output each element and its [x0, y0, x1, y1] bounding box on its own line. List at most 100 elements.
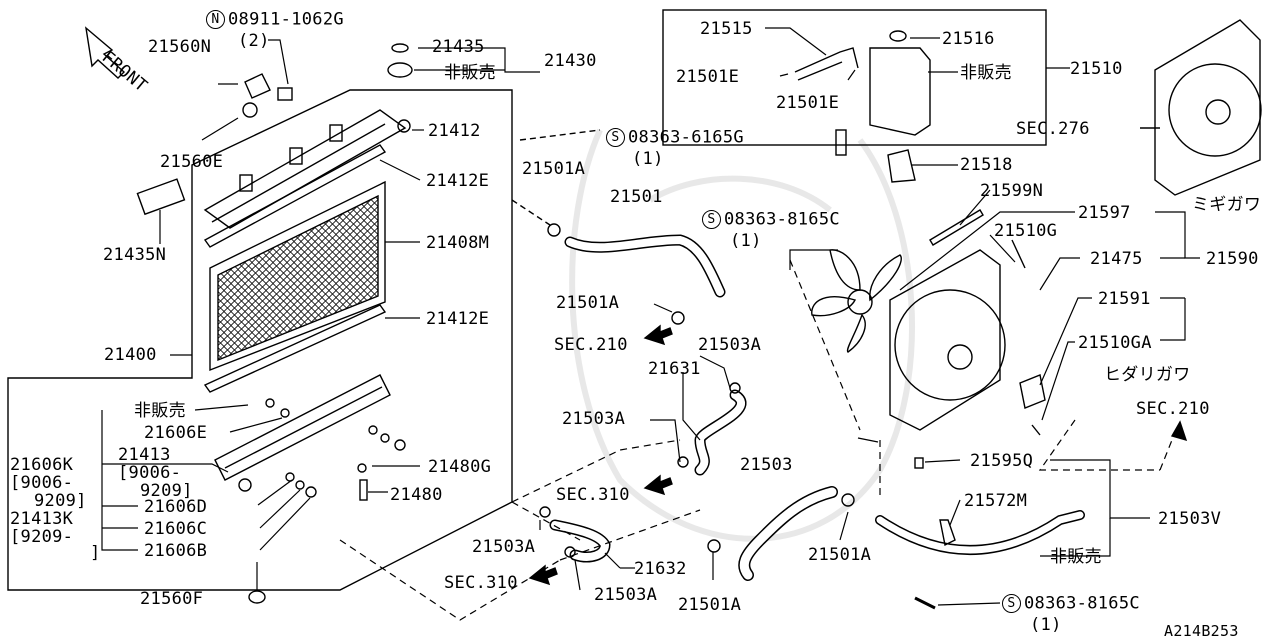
bracket-21572M	[939, 519, 956, 547]
part-21501E-a: 21501E	[676, 67, 740, 87]
arrow-sec210-right	[1170, 420, 1188, 442]
bolt-08363-8165C-upper	[857, 437, 879, 443]
radiator-lower-tank	[214, 374, 391, 492]
front-arrow-icon	[85, 26, 126, 79]
part-21413: 21413	[118, 445, 171, 465]
part-21412E-upper: 21412E	[426, 171, 490, 191]
part-21503A-a: 21503A	[698, 335, 762, 355]
part-21501A-a: 21501A	[522, 159, 586, 179]
part-21510GA: 21510GA	[1078, 333, 1152, 353]
left-side-label: ヒダリガワ	[1104, 365, 1191, 385]
not-for-sale-1: 非販売	[444, 63, 496, 83]
grommet-21560E	[242, 102, 258, 118]
bolt-s2-qty: (1)	[730, 231, 762, 251]
not-for-sale-3: 非販売	[960, 63, 1012, 83]
arrow-sec210-left	[643, 324, 673, 346]
seal-21599N	[929, 209, 984, 246]
part-21560E: 21560E	[160, 152, 224, 172]
reservoir-hose	[794, 47, 859, 73]
part-21510: 21510	[1070, 59, 1123, 79]
sec310-mid: SEC.310	[556, 485, 630, 505]
part-21560N: 21560N	[148, 37, 212, 57]
bolt-s2-part: 08363-8165C	[724, 209, 840, 230]
part-21572M: 21572M	[964, 491, 1028, 511]
bolt-s3-part: 08363-8165C	[1024, 593, 1140, 614]
radiator-group-outline	[7, 89, 513, 591]
part-21510G: 21510G	[994, 221, 1058, 241]
part-21408M: 21408M	[426, 233, 490, 253]
bolt-08911	[277, 87, 293, 101]
diagram-code: A214B253	[1164, 622, 1239, 640]
bolt-s1-qty: (1)	[632, 149, 664, 169]
part-21430: 21430	[544, 51, 597, 71]
part-21606C: 21606C	[144, 519, 208, 539]
part-21412: 21412	[428, 121, 481, 141]
part-21400: 21400	[104, 345, 157, 365]
upper-seal	[203, 144, 387, 248]
part-21475: 21475	[1090, 249, 1143, 269]
part-21480: 21480	[390, 485, 443, 505]
cap-21430	[387, 62, 413, 78]
part-21503A-d: 21503A	[594, 585, 658, 605]
part-21631: 21631	[648, 359, 701, 379]
bracket	[136, 178, 186, 216]
bolt-21510G	[1011, 239, 1026, 269]
part-21606K: 21606K	[10, 455, 74, 475]
circle-s-icon: S	[1002, 594, 1021, 613]
part-21501E-b: 21501E	[776, 93, 840, 113]
grommet-21560F	[248, 590, 266, 604]
reservoir-tank	[869, 47, 931, 136]
part-21501A-c: 21501A	[808, 545, 872, 565]
part-21503A-b: 21503A	[562, 409, 626, 429]
part-21503A-c: 21503A	[472, 537, 536, 557]
lower-seal	[203, 304, 387, 393]
bolt-21510GA	[1031, 424, 1041, 436]
part-21480G: 21480G	[428, 457, 492, 477]
arrow-sec310-mid	[643, 474, 673, 496]
arrow-sec310-low	[528, 564, 558, 586]
bolt-n-qty: (2)	[238, 31, 270, 51]
part-21597: 21597	[1078, 203, 1131, 223]
cap-21435	[391, 43, 409, 53]
fan-blade	[811, 249, 902, 353]
leader-lines	[101, 39, 540, 590]
date-9209-a: 9209]	[140, 481, 193, 501]
radiator-upper-tank	[203, 109, 407, 229]
bolt-s1-part: 08363-6165G	[628, 127, 744, 148]
part-21413K: 21413K	[10, 509, 74, 529]
part-21515: 21515	[700, 19, 753, 39]
clamp-21501A-mid	[671, 311, 685, 325]
part-21503: 21503	[740, 455, 793, 475]
part-21516: 21516	[942, 29, 995, 49]
bracket-21518	[887, 149, 916, 183]
circle-n-icon: N	[206, 10, 225, 29]
part-21606B: 21606B	[144, 541, 208, 561]
clip-21560N	[244, 73, 271, 99]
date-9209-b: 9209]	[34, 491, 87, 511]
not-for-sale-4: 非販売	[1050, 547, 1102, 567]
fan-shroud-left	[889, 249, 1046, 431]
part-21503V: 21503V	[1158, 509, 1222, 529]
part-21606E: 21606E	[144, 423, 208, 443]
circle-s-icon: S	[702, 210, 721, 229]
part-21435: 21435	[432, 37, 485, 57]
pipe-21503V	[875, 510, 1085, 555]
clamp-21501A-upper	[547, 223, 561, 237]
part-21590: 21590	[1206, 249, 1259, 269]
sec276-label: SEC.276	[1016, 119, 1090, 139]
sec310-low: SEC.310	[444, 573, 518, 593]
part-21501: 21501	[610, 187, 663, 207]
not-for-sale-2: 非販売	[134, 401, 186, 421]
part-21595Q: 21595Q	[970, 451, 1034, 471]
bolt-21595Q	[914, 457, 924, 469]
sec210-left: SEC.210	[554, 335, 628, 355]
date-9209-c: [9209-	[10, 527, 74, 547]
right-leaders	[539, 189, 1200, 606]
part-21501A-d: 21501A	[678, 595, 742, 615]
sec210-right: SEC.210	[1136, 399, 1210, 419]
